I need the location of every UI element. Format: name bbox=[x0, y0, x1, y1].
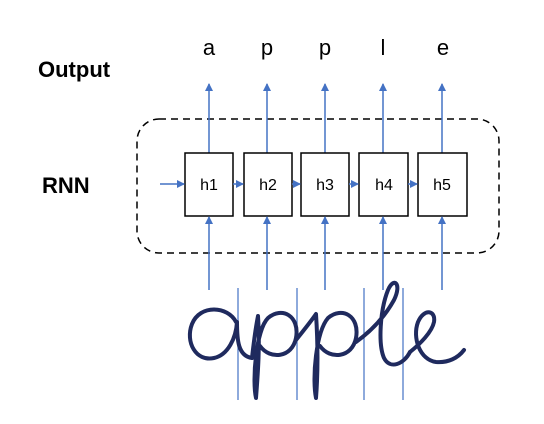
segment-dividers bbox=[237, 288, 404, 400]
input-arrows bbox=[205, 216, 446, 290]
output-row-label: Output bbox=[38, 57, 111, 82]
output-arrows bbox=[205, 83, 446, 153]
hidden-cell-label: h2 bbox=[259, 177, 277, 194]
output-letter: a bbox=[203, 35, 216, 60]
handwriting-strokes bbox=[187, 280, 466, 400]
handwriting-image bbox=[187, 280, 466, 400]
hidden-cell-label: h4 bbox=[375, 177, 393, 194]
hidden-cell-label: h1 bbox=[200, 177, 218, 194]
hidden-cell-box bbox=[417, 152, 468, 217]
rnn-container bbox=[136, 118, 500, 254]
hidden-cells: h1 h2 h3 h4 h5 bbox=[184, 152, 468, 217]
output-letter: p bbox=[319, 35, 331, 60]
hidden-cell-label: h3 bbox=[316, 177, 334, 194]
hidden-cell-label: h5 bbox=[433, 177, 451, 194]
output-letter: p bbox=[261, 35, 273, 60]
output-letters: a p p l e bbox=[203, 35, 449, 60]
output-letter: l bbox=[381, 35, 386, 60]
hidden-cell-box bbox=[300, 152, 350, 217]
rnn-row-label: RNN bbox=[42, 173, 90, 198]
output-letter: e bbox=[437, 35, 449, 60]
